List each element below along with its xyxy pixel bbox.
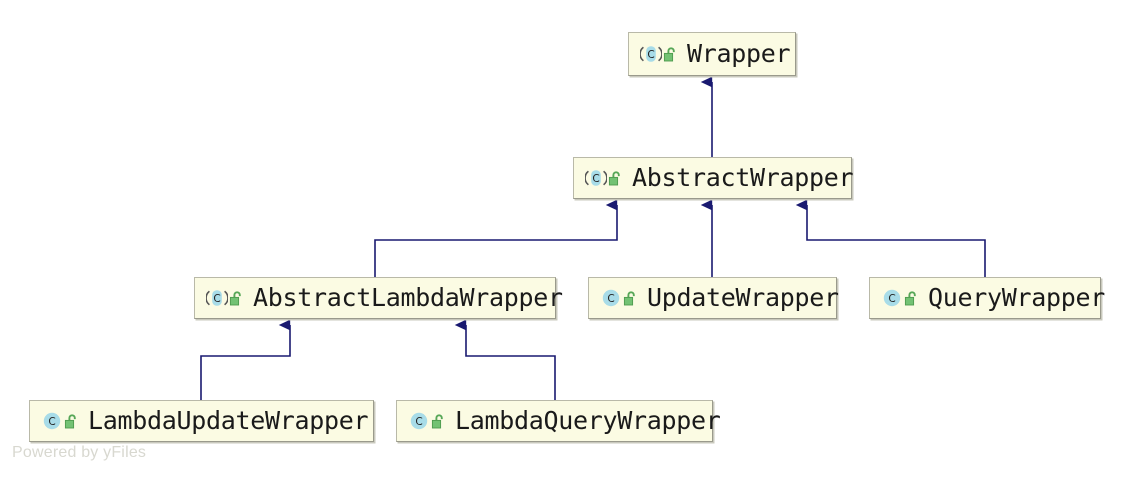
unlocked-padlock-icon <box>663 47 675 62</box>
class-name-label: AbstractLambdaWrapper <box>253 282 563 312</box>
class-node-abstract-lambda-wrapper[interactable]: C AbstractLambdaWrapper <box>194 277 563 319</box>
class-node-lambda-update-wrapper[interactable]: C LambdaUpdateWrapper <box>29 400 374 442</box>
svg-text:C: C <box>415 416 422 428</box>
node-icon-group: C <box>408 410 446 432</box>
svg-text:C: C <box>213 293 220 305</box>
class-name-label: AbstractWrapper <box>632 162 854 192</box>
unlocked-padlock-icon <box>229 291 241 306</box>
class-icon: C <box>43 412 61 430</box>
edge-abstractlambdawrapper-to-abstractwrapper <box>374 199 618 277</box>
yfiles-watermark: Powered by yFiles <box>12 444 147 461</box>
class-node-update-wrapper[interactable]: C UpdateWrapper <box>588 277 839 319</box>
class-node-query-wrapper[interactable]: C QueryWrapper <box>869 277 1105 319</box>
class-name-label: LambdaQueryWrapper <box>455 405 721 435</box>
svg-text:C: C <box>888 293 895 305</box>
class-icon: C <box>883 289 901 307</box>
node-icon-group: C <box>206 287 244 309</box>
unlocked-padlock-icon <box>623 291 635 306</box>
node-icon-group: C <box>41 410 79 432</box>
class-icon: C <box>602 289 620 307</box>
abstract-class-icon: C <box>206 290 228 306</box>
node-icon-group: C <box>640 43 678 65</box>
node-icon-group: C <box>881 287 919 309</box>
edge-lambdaquerywrapper-to-abstractlambdawrapper <box>454 319 556 400</box>
svg-text:C: C <box>48 416 55 428</box>
unlocked-padlock-icon <box>904 291 916 306</box>
class-node-lambda-query-wrapper[interactable]: C LambdaQueryWrapper <box>396 400 721 442</box>
node-icon-group: C <box>600 287 638 309</box>
node-icon-group: C <box>585 167 623 189</box>
edge-querywrapper-to-abstractwrapper <box>795 199 986 277</box>
unlocked-padlock-icon <box>64 414 76 429</box>
class-name-label: Wrapper <box>687 38 791 68</box>
class-name-label: LambdaUpdateWrapper <box>88 405 369 435</box>
unlocked-padlock-icon <box>608 171 620 186</box>
svg-text:C: C <box>647 49 654 61</box>
class-node-abstract-wrapper[interactable]: C AbstractWrapper <box>573 157 854 199</box>
svg-text:C: C <box>592 173 599 185</box>
class-icon: C <box>410 412 428 430</box>
unlocked-padlock-icon <box>431 414 443 429</box>
class-name-label: UpdateWrapper <box>647 282 839 312</box>
edge-lambdaupdatewrapper-to-abstractlambdawrapper <box>200 319 291 400</box>
class-node-wrapper[interactable]: C Wrapper <box>628 32 796 76</box>
class-name-label: QueryWrapper <box>928 282 1106 312</box>
svg-text:C: C <box>607 293 614 305</box>
abstract-class-icon: C <box>585 170 607 186</box>
abstract-class-icon: C <box>640 46 662 62</box>
